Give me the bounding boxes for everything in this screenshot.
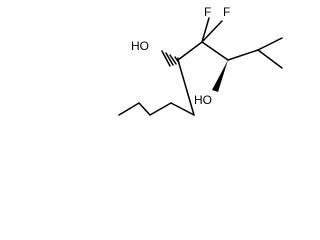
- chemical-structure: HO F F HO: [118, 5, 283, 116]
- f-label-upper: F: [204, 5, 211, 19]
- chain-bond-4: [170, 102, 195, 116]
- c4-f-upper-bond: [201, 17, 210, 43]
- chain-bond-1: [118, 102, 140, 116]
- chain-bond-5: [177, 59, 195, 116]
- c5-oh-hashed-wedge: [161, 50, 180, 67]
- oh-label-c5: HO: [131, 39, 149, 53]
- c4-c3-bond: [201, 41, 229, 61]
- c2-methyl-lower-bond: [257, 49, 283, 69]
- c3-oh-wedge: [212, 60, 228, 92]
- c2-methyl-upper-bond: [257, 37, 283, 51]
- c5-c4-bond: [177, 41, 203, 61]
- c3-c2-bond: [227, 49, 259, 61]
- c4-f-right-bond: [201, 20, 223, 43]
- chain-bond-2: [138, 102, 151, 116]
- f-label-right: F: [223, 5, 230, 19]
- oh-label-c3: HO: [194, 93, 212, 107]
- chain-bond-3: [149, 102, 172, 116]
